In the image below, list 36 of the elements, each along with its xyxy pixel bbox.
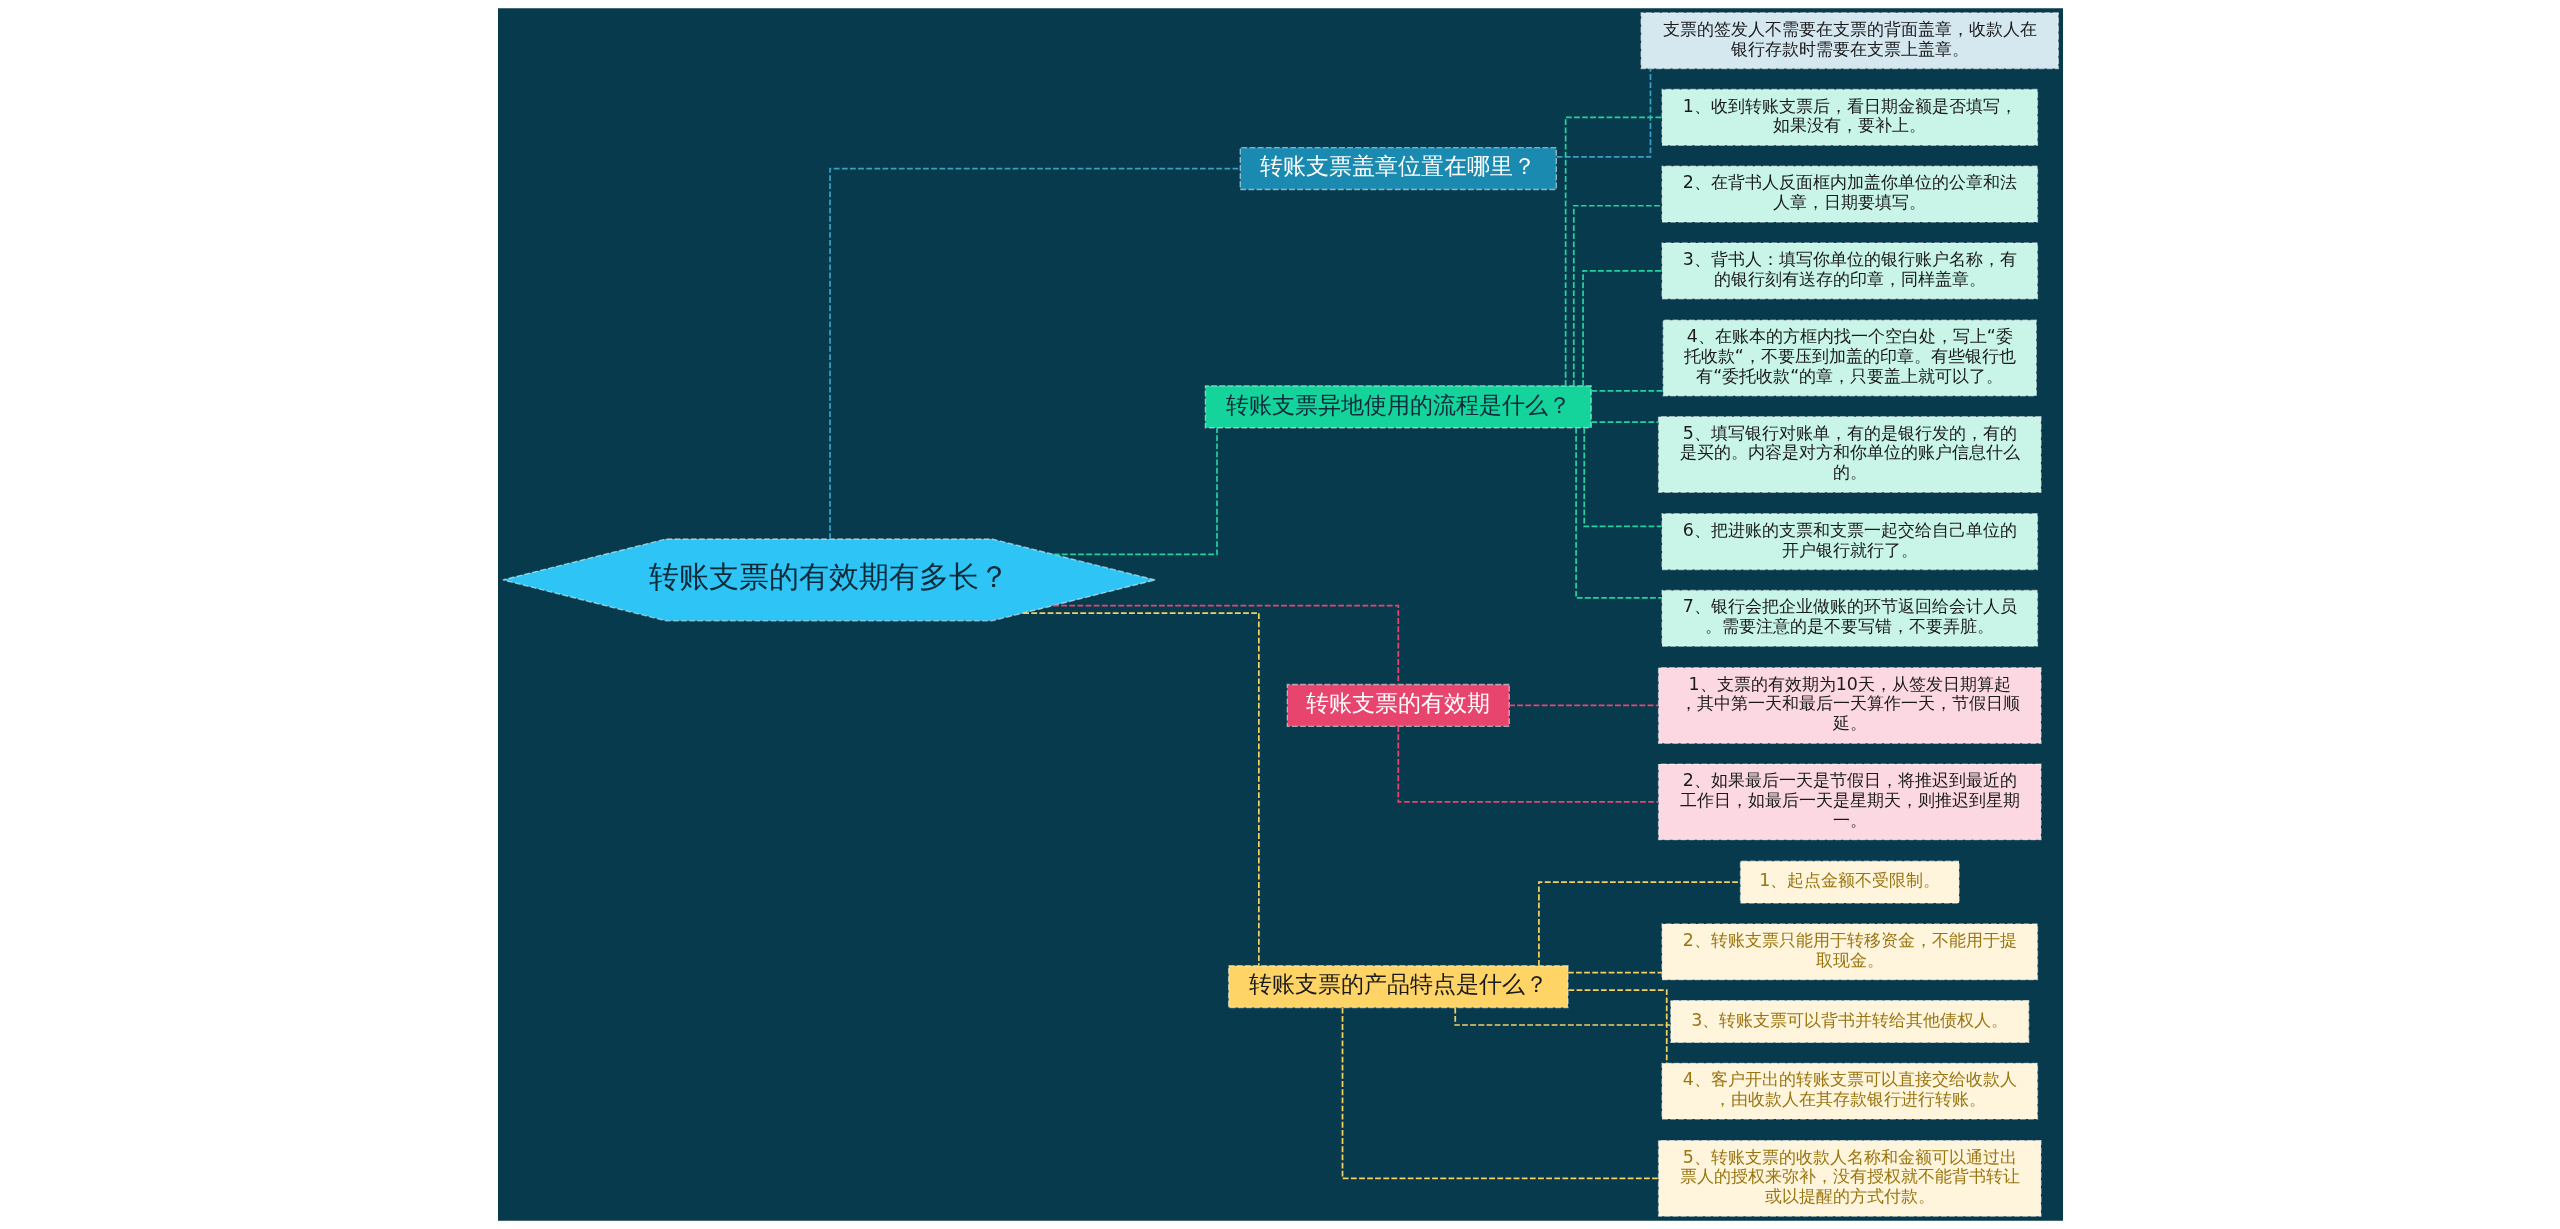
node-box: 转账支票的产品特点是什么？ (1227, 965, 1569, 1009)
connector (1051, 604, 1399, 686)
node-box: 转账支票异地使用的流程是什么？ (1204, 385, 1592, 429)
node-box: 7、银行会把企业做账的环节返回给会计人员。需要注意的是不要写错，不要弄脏。 (1660, 589, 2038, 647)
node-box: 3、转账支票可以背书并转给其他债权人。 (1669, 999, 2029, 1044)
node-box: 2、转账支票只能用于转移资金，不能用于提取现金。 (1660, 923, 2038, 981)
node-box: 2、如果最后一天是节假日，将推迟到最近的工作日，如最后一天是星期天，则推迟到星期一。 (1657, 763, 2042, 841)
connector (1581, 269, 1663, 387)
node-box: 1、收到转账支票后，看日期金额是否填写，如果没有，要补上。 (1660, 88, 2038, 146)
connector (1537, 881, 1741, 967)
node-box: 4、客户开出的转账支票可以直接交给收款人，由收款人在其存款银行进行转账。 (1660, 1062, 2038, 1120)
node-box: 2、在背书人反面框内加盖你单位的公章和法人章，日期要填写。 (1660, 165, 2038, 223)
connector (1590, 421, 1659, 424)
connector (1574, 427, 1663, 599)
connector (1555, 68, 1651, 158)
node-box: 支票的签发人不需要在支票的背面盖章，收款人在银行存款时需要在支票上盖章。 (1639, 12, 2059, 70)
connector (1396, 725, 1659, 803)
connector (1341, 1007, 1659, 1180)
node-box: 转账支票盖章位置在哪里？ (1239, 146, 1557, 191)
connector (1507, 704, 1659, 707)
connector (1572, 204, 1663, 387)
node-box: 转账支票的有效期 (1286, 683, 1510, 728)
connector (1566, 971, 1663, 974)
node-box: 3、背书人：填写你单位的银行账户名称，有的银行刻有送存的印章，同样盖章。 (1660, 242, 2038, 300)
connector (828, 167, 1241, 540)
connector (1590, 389, 1664, 392)
node-box: 1、支票的有效期为10天，从签发日期算起，其中第一天和最后一天算作一天，节假日顺延。 (1657, 666, 2042, 744)
connector (1052, 427, 1218, 556)
node-box: 5、填写银行对账单，有的是银行发的，有的是买的。内容是对方和你单位的账户信息什么的。 (1657, 415, 2042, 493)
connector (1582, 427, 1663, 528)
node-box: 6、把进账的支票和支票一起交给自己单位的开户银行就行了。 (1660, 513, 2038, 571)
node-box: 5、转账支票的收款人名称和金额可以通过出票人的授权来弥补，没有授权就不能背书转让或以提醒的方式付款。 (1657, 1139, 2042, 1217)
connector (1564, 116, 1663, 387)
connector (1021, 612, 1260, 967)
node-box: 1、起点金额不受限制。 (1739, 860, 1960, 904)
node-box: 4、在账本的方框内找一个空白处，写上“委托收款“，不要压到加盖的印章。有些银行也有“委托收款“的章，只要盖上就可以了。 (1662, 319, 2037, 397)
